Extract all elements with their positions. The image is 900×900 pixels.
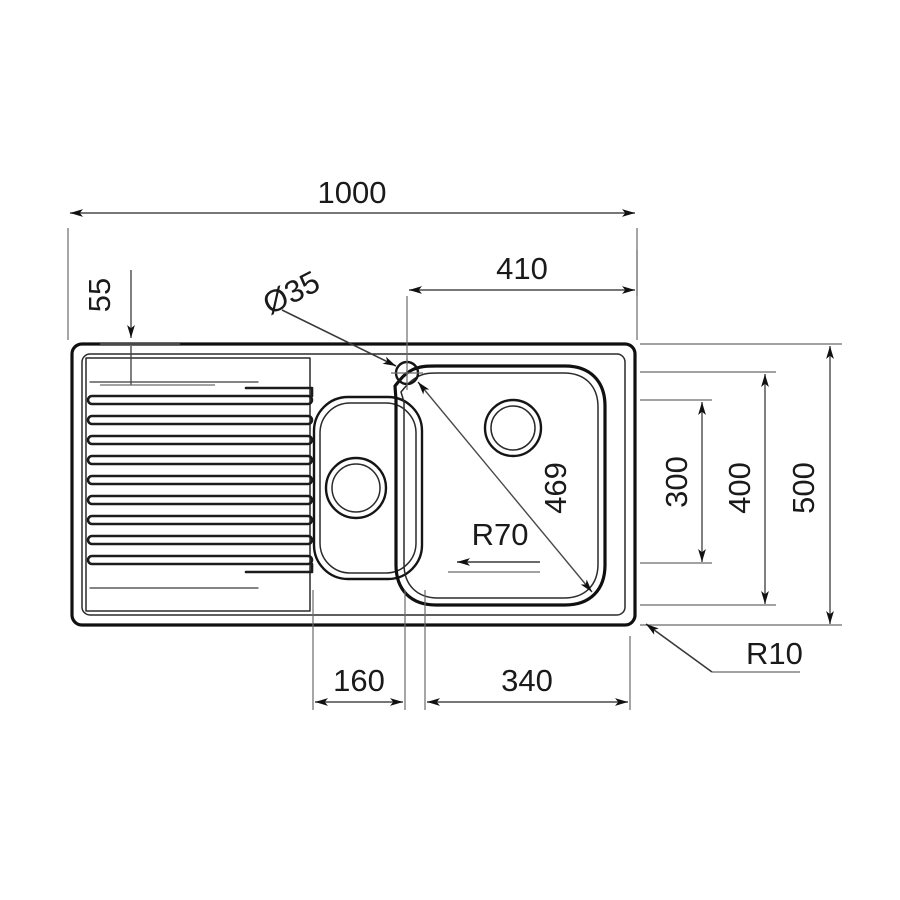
dim-label-bowl-radius: R70 bbox=[472, 517, 529, 552]
dim-label-main-bowl-width: 340 bbox=[501, 663, 553, 698]
sink-body-group bbox=[70, 342, 637, 627]
dim-line-469 bbox=[417, 381, 593, 593]
small-bowl-waste-outer bbox=[324, 456, 388, 520]
callout-outer-radius: R10 bbox=[645, 623, 803, 673]
dim-label-overall-depth: 500 bbox=[786, 462, 821, 514]
leader-line-r10 bbox=[645, 623, 713, 673]
drainer-ledge-bottom bbox=[244, 562, 314, 574]
drainer-ribs bbox=[86, 394, 314, 566]
drainer-rib bbox=[86, 454, 314, 466]
small-bowl-inner bbox=[319, 402, 417, 574]
dim-overall-width: 1000 bbox=[67, 175, 638, 340]
drainer-rib bbox=[86, 534, 314, 546]
dim-label-bowl-offset: 410 bbox=[496, 251, 548, 286]
dim-bowl-diagonal: 469 bbox=[417, 381, 593, 593]
callout-tap-hole: Ø35 bbox=[257, 264, 397, 367]
small-bowl-waste-inner bbox=[331, 463, 381, 513]
drainer-rib bbox=[86, 514, 314, 526]
leader-line-tap-hole bbox=[281, 309, 397, 367]
dim-label-small-bowl-width: 160 bbox=[333, 663, 385, 698]
main-bowl-waste-outer bbox=[483, 398, 543, 458]
dim-label-outer-radius: R10 bbox=[746, 636, 803, 671]
dim-bowl-offset-right: 410 bbox=[406, 250, 638, 365]
small-bowl-group bbox=[312, 395, 424, 581]
dim-label-overall-width: 1000 bbox=[318, 175, 387, 210]
dim-label-bowl-diagonal: 469 bbox=[538, 462, 573, 514]
main-bowl-waste-inner bbox=[490, 405, 536, 451]
dim-label-tap-hole: Ø35 bbox=[257, 264, 325, 322]
callout-bowl-radius: R70 bbox=[448, 517, 540, 573]
drainer-rib bbox=[86, 554, 314, 566]
dim-top-rim: 55 bbox=[82, 270, 215, 386]
dim-main-bowl-width: 340 bbox=[424, 590, 631, 710]
drainer-rib bbox=[86, 494, 314, 506]
drainer-panel bbox=[85, 357, 311, 612]
sink-outer-flange bbox=[70, 342, 637, 627]
main-bowl-outline bbox=[393, 364, 607, 607]
drainer-rib bbox=[86, 474, 314, 486]
drainer-ledge-top bbox=[244, 386, 314, 398]
sink-inner-rim bbox=[81, 353, 626, 616]
dim-small-bowl-width: 160 bbox=[312, 590, 406, 710]
dim-small-bowl-depth: 300 bbox=[640, 399, 712, 564]
dim-label-small-bowl-depth: 300 bbox=[659, 456, 694, 508]
dim-overall-depth: 500 bbox=[640, 343, 842, 626]
drainer-board bbox=[85, 357, 314, 612]
drainer-rib bbox=[86, 434, 314, 446]
small-bowl-outline bbox=[312, 395, 424, 581]
drainer-rib bbox=[86, 414, 314, 426]
dim-main-bowl-depth: 400 bbox=[640, 371, 776, 606]
dim-label-main-bowl-depth: 400 bbox=[722, 462, 757, 514]
drainer-rib bbox=[86, 394, 314, 406]
dim-label-top-rim: 55 bbox=[82, 278, 117, 312]
